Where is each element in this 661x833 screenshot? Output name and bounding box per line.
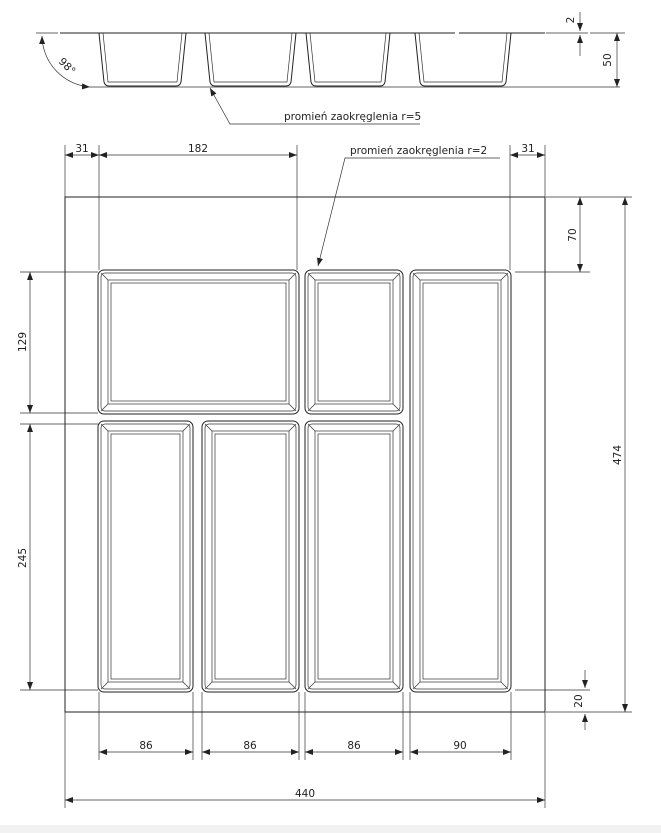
total-width-label: 440 <box>295 788 315 800</box>
radius2-note: promień zaokręglenia r=2 <box>350 145 487 157</box>
radius5-note: promień zaokręglenia r=5 <box>284 111 421 123</box>
pocket-1 <box>97 269 300 415</box>
radius2-leader <box>317 157 500 267</box>
page-footer-strip <box>0 825 661 833</box>
bottom-width-label-1: 86 <box>139 740 153 752</box>
right-margin-label: 31 <box>521 143 534 155</box>
top-offset-label: 70 <box>567 228 579 241</box>
profile-pocket-4 <box>414 32 512 87</box>
pocket-6 <box>304 420 404 693</box>
angle-arc <box>39 35 91 90</box>
bottom-width-label-4: 90 <box>453 740 466 752</box>
pocket-3 <box>409 269 512 693</box>
plan-view: 31 182 31 promień zaokręglenia r=2 70 47… <box>17 143 632 808</box>
extension-lines <box>20 145 632 808</box>
left-margin-label: 31 <box>75 143 88 155</box>
pocket-5 <box>201 420 300 693</box>
total-depth-label: 474 <box>612 445 624 465</box>
top-pocket-height-label: 129 <box>17 332 29 352</box>
top-pocket-width-label: 182 <box>188 143 208 155</box>
radius5-leader <box>209 87 420 125</box>
bottom-width-label-2: 86 <box>243 740 257 752</box>
profile-pocket-2 <box>204 32 297 87</box>
bottom-width-label-3: 86 <box>347 740 361 752</box>
side-profile-view: 98° 2 50 promień zaokręglenia r=5 <box>36 12 625 125</box>
height-label: 50 <box>602 53 614 66</box>
pocket-4 <box>97 420 194 693</box>
bottom-offset-label: 20 <box>573 694 585 707</box>
pocket-2 <box>304 269 404 415</box>
profile-pocket-3 <box>305 32 391 87</box>
bottom-pocket-height-label: 245 <box>17 548 29 568</box>
thickness-label: 2 <box>565 17 577 24</box>
profile-pocket-1 <box>98 32 187 87</box>
